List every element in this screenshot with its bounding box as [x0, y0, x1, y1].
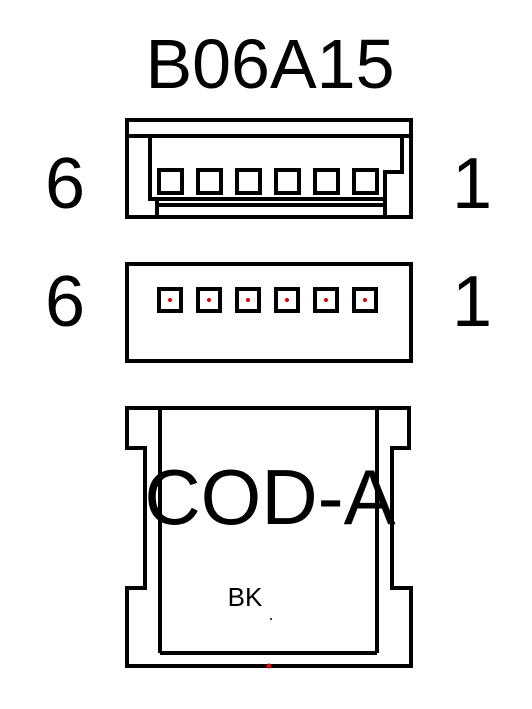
side-view-color-code: BK [228, 582, 263, 612]
front-view-outline [125, 262, 413, 363]
pin-contact-dot [363, 298, 367, 302]
top-view-inner-frame [148, 136, 404, 216]
pin-contact-dot [207, 298, 211, 302]
top-view-outline [125, 118, 413, 219]
pin-contact-dot [168, 298, 172, 302]
pin-cavity [274, 287, 300, 313]
pin-cavity [235, 287, 261, 313]
front-view-pins [157, 287, 378, 313]
side-view-marker-dot [266, 663, 272, 669]
side-view-outline [125, 406, 413, 668]
side-view-model-label: COD-A [144, 453, 395, 541]
pin-cavity [313, 168, 340, 195]
pin-cavity [313, 287, 339, 313]
top-view-right-pin-label: 1 [452, 144, 492, 224]
front-view-left-pin-label: 6 [45, 262, 85, 342]
top-view-pins [157, 168, 379, 195]
top-view-left-pin-label: 6 [45, 144, 85, 224]
part-number-title: B06A15 [145, 25, 394, 103]
pin-cavity [352, 287, 378, 313]
front-view [125, 262, 413, 363]
front-view-right-pin-label: 1 [452, 262, 492, 342]
side-view-small-dot [270, 618, 272, 620]
pin-cavity [157, 287, 183, 313]
pin-cavity [196, 168, 223, 195]
pin-contact-dot [324, 298, 328, 302]
side-view [125, 406, 413, 668]
pin-cavity [157, 168, 184, 195]
top-view [125, 118, 413, 219]
pin-contact-dot [285, 298, 289, 302]
pin-cavity [196, 287, 222, 313]
pin-cavity [235, 168, 262, 195]
pin-contact-dot [246, 298, 250, 302]
pin-cavity [274, 168, 301, 195]
pin-cavity [352, 168, 379, 195]
